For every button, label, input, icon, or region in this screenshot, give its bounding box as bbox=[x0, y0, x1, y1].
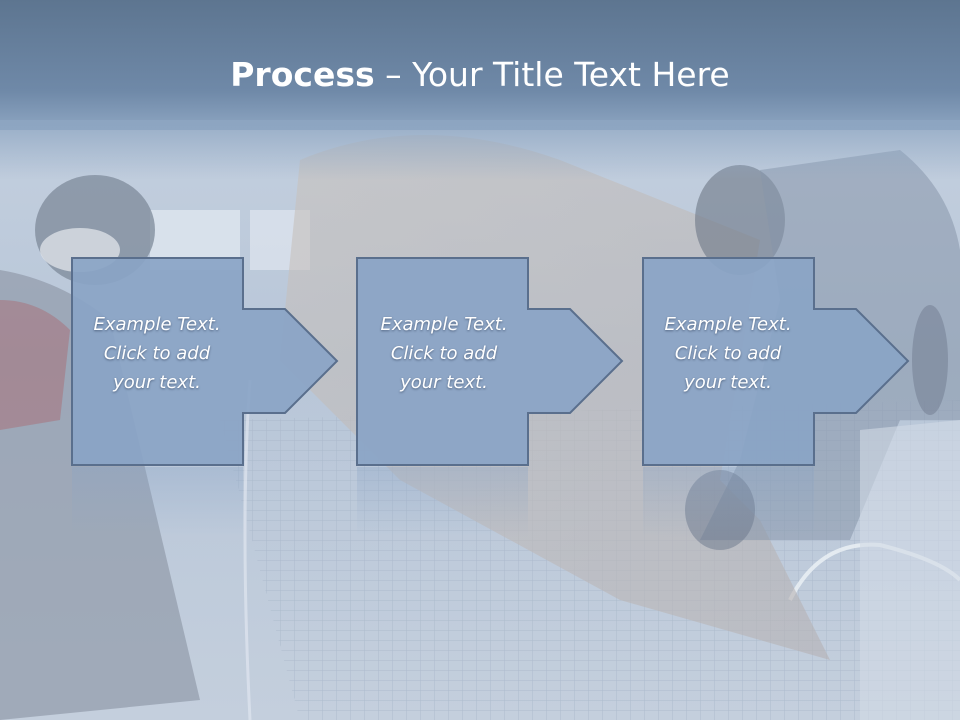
step-2-line-1: Example Text. bbox=[380, 314, 508, 335]
step-3-reflection bbox=[643, 467, 814, 537]
title-band bbox=[0, 0, 960, 130]
step-2-arrow-box[interactable] bbox=[356, 257, 624, 466]
step-2-text[interactable]: Example Text. Click to add your text. bbox=[358, 310, 530, 397]
title-rest-part: – Your Title Text Here bbox=[374, 55, 730, 94]
step-3-line-1: Example Text. bbox=[664, 314, 792, 335]
slide-title[interactable]: Process – Your Title Text Here bbox=[0, 52, 960, 98]
step-3-text[interactable]: Example Text. Click to add your text. bbox=[642, 310, 814, 397]
step-1-reflection bbox=[72, 467, 243, 537]
step-3-line-2: Click to add bbox=[674, 343, 782, 364]
title-fade bbox=[0, 120, 960, 180]
step-1-text[interactable]: Example Text. Click to add your text. bbox=[71, 310, 243, 397]
title-bold-part: Process bbox=[230, 55, 375, 94]
step-1-line-1: Example Text. bbox=[93, 314, 221, 335]
step-2-reflection bbox=[357, 467, 528, 537]
step-1-arrow-box[interactable] bbox=[71, 257, 339, 466]
step-1-line-2: Click to add bbox=[103, 343, 211, 364]
step-2-line-2: Click to add bbox=[390, 343, 498, 364]
step-2-line-3: your text. bbox=[400, 372, 488, 393]
step-1-line-3: your text. bbox=[113, 372, 201, 393]
step-3-arrow-box[interactable] bbox=[642, 257, 910, 466]
step-3-line-3: your text. bbox=[684, 372, 772, 393]
